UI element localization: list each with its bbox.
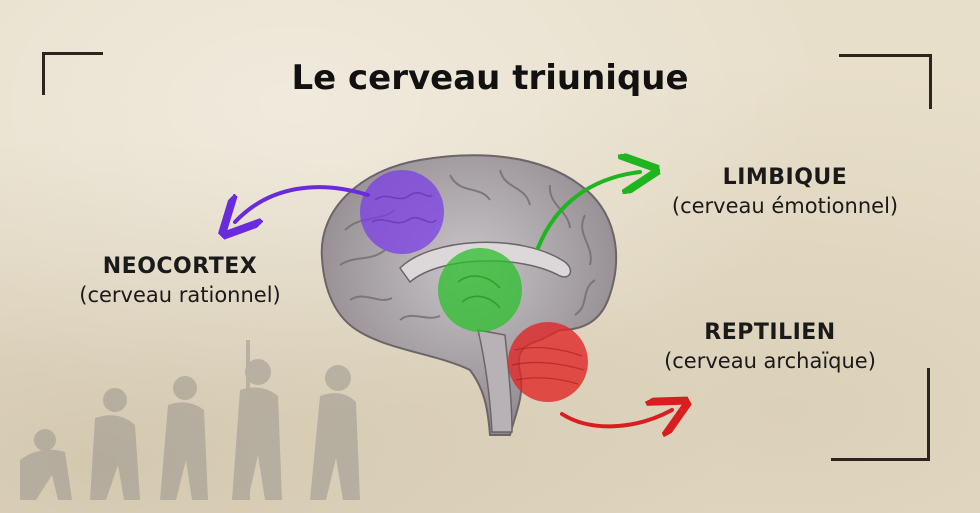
reptilien-arrow-icon bbox=[560, 410, 672, 426]
neocortex-label: NEOCORTEX (cerveau rationnel) bbox=[40, 254, 320, 307]
page-title: Le cerveau triunique bbox=[291, 58, 689, 98]
silhouette-5 bbox=[310, 365, 360, 500]
neocortex-region bbox=[360, 170, 444, 254]
silhouette-2 bbox=[90, 388, 140, 500]
reptilien-label: REPTILIEN (cerveau archaïque) bbox=[630, 320, 910, 373]
neocortex-arrow-icon bbox=[235, 185, 370, 222]
neocortex-name: NEOCORTEX bbox=[102, 254, 258, 279]
reptilien-folds bbox=[511, 346, 585, 385]
frame-corner-top-right bbox=[839, 54, 932, 109]
silhouette-4 bbox=[232, 340, 282, 500]
frame-corner-bottom-right bbox=[831, 368, 930, 461]
limbique-region bbox=[438, 248, 522, 332]
evolution-silhouettes-icon bbox=[20, 340, 360, 500]
frame-corner-top-left bbox=[42, 52, 103, 95]
reptilien-region bbox=[508, 322, 588, 402]
silhouette-3 bbox=[160, 376, 208, 500]
limbique-name: LIMBIQUE bbox=[722, 165, 848, 190]
neocortex-description: (cerveau rationnel) bbox=[79, 283, 281, 307]
neocortex-folds bbox=[371, 192, 437, 224]
reptilien-description: (cerveau archaïque) bbox=[664, 349, 876, 373]
silhouette-1 bbox=[20, 429, 72, 500]
limbique-label: LIMBIQUE (cerveau émotionnel) bbox=[630, 165, 940, 218]
reptilien-name: REPTILIEN bbox=[704, 320, 836, 345]
limbique-arrow-icon bbox=[536, 172, 640, 250]
limbique-description: (cerveau émotionnel) bbox=[671, 194, 899, 218]
limbique-folds bbox=[457, 275, 501, 309]
